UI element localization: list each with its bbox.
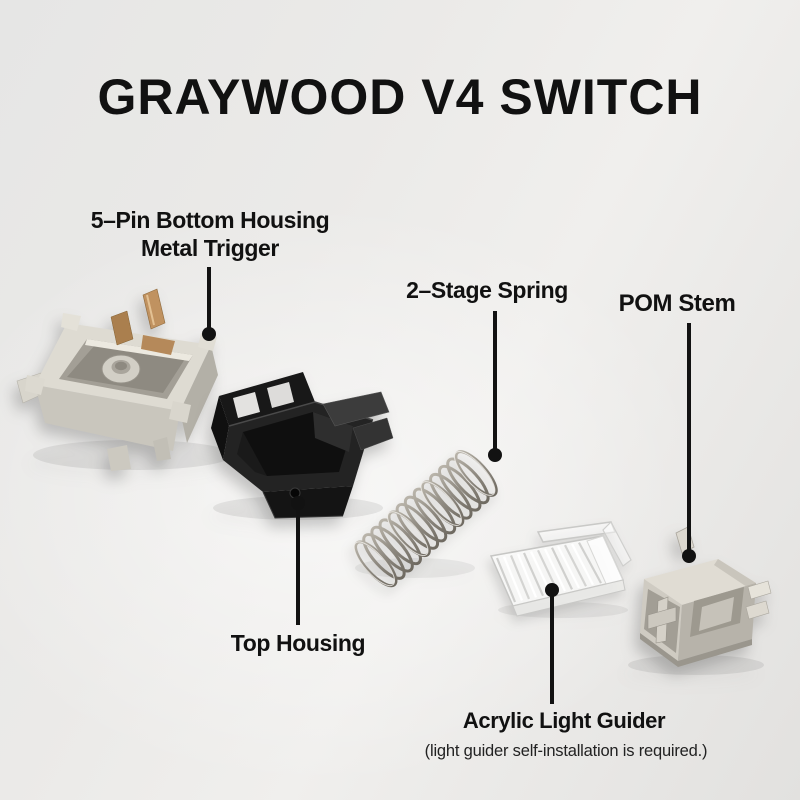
bottom-housing-photo xyxy=(16,288,233,471)
spring-photo xyxy=(353,450,498,588)
callout-line-spring xyxy=(493,311,497,449)
light-guider-photo xyxy=(489,520,632,618)
callout-line-light-guider xyxy=(550,596,554,704)
label-bottom-housing-line1: 5–Pin Bottom Housing xyxy=(90,207,330,233)
label-light-guider: Acrylic Light Guider xyxy=(462,708,666,733)
label-bottom-housing-line2: Metal Trigger xyxy=(141,235,279,261)
label-spring: 2–Stage Spring xyxy=(406,277,568,303)
callout-dot-light-guider xyxy=(545,583,559,597)
label-bottom-housing: 5–Pin Bottom Housing Metal Trigger xyxy=(91,206,330,262)
callout-dot-pom-stem xyxy=(682,549,696,563)
label-top-housing: Top Housing xyxy=(230,630,366,656)
callout-dot-top-housing xyxy=(291,496,305,510)
note-light-guider: (light guider self-installation is requi… xyxy=(424,742,708,760)
pom-stem-photo xyxy=(628,526,772,675)
page-title: GRAYWOOD V4 SWITCH xyxy=(97,69,703,125)
callout-dot-bottom-housing xyxy=(202,327,216,341)
callout-line-pom-stem xyxy=(687,323,691,550)
label-pom-stem: POM Stem xyxy=(618,290,736,317)
callout-line-bottom-housing xyxy=(207,267,211,329)
callout-dot-spring xyxy=(488,448,502,462)
callout-line-top-housing xyxy=(296,509,300,625)
